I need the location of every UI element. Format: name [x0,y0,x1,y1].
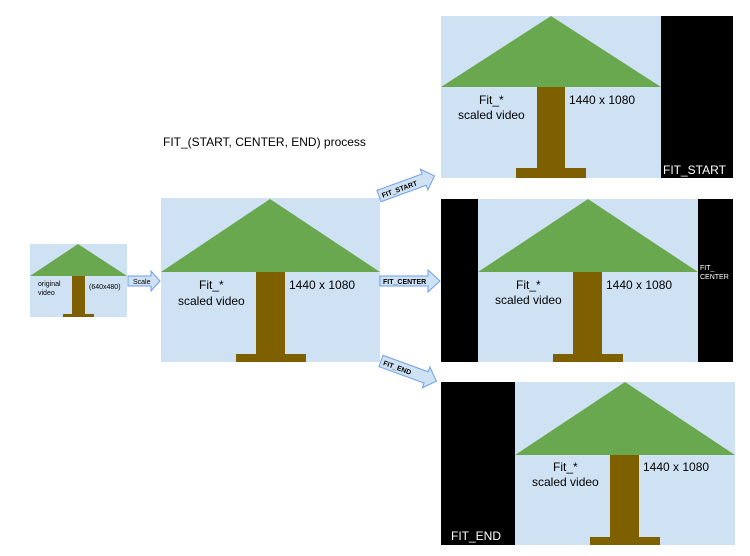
fit-start-tree-base [516,168,586,178]
fit-end-tree-canopy [515,382,735,455]
fit-start-size-label: 1440 x 1080 [569,93,635,107]
fit-start-panel: Fit_* scaled video 1440 x 1080 FIT_START [441,16,733,178]
fit-center-tree-canopy [478,199,698,272]
fit-start-label-line2: scaled video [458,108,525,122]
fit-center-arrow-shape [379,268,441,294]
fit-start-tree-trunk [537,87,565,168]
fit-center-panel: Fit_* scaled video 1440 x 1080 FIT_ CENT… [441,199,733,362]
original-tree-canopy [30,244,127,276]
fit-end-label-line2: scaled video [532,475,599,489]
fit-center-arrow-label: FIT_CENTER [383,279,426,286]
scaled-tree-canopy [161,199,380,272]
fit-center-size-label: 1440 x 1080 [606,278,672,292]
scaled-tree-trunk [256,272,285,354]
scale-arrow-shape [127,269,161,293]
scale-arrow-label: Scale [133,279,151,286]
fit-end-tree-trunk [610,455,639,537]
fit-center-tree-base [553,354,623,362]
original-video-frame: original video (640x480) [30,244,127,317]
diagram-title: FIT_(START, CENTER, END) process [163,135,366,149]
original-tree-trunk [72,276,85,314]
fit-start-tree-canopy [441,16,661,87]
fit-center-tag-line1: FIT_ [700,265,714,272]
original-size-label: (640x480) [89,284,121,291]
scaled-size-label: 1440 x 1080 [289,278,355,292]
fit-end-tree-base [590,537,660,545]
fit-end-label-line1: Fit_* [553,460,578,474]
fit-end-panel: Fit_* scaled video 1440 x 1080 FIT_END [441,382,735,545]
scaled-video-frame: Fit_* scaled video 1440 x 1080 [161,198,380,362]
scaled-tree-base [236,354,306,362]
fit-center-label-line2: scaled video [495,293,562,307]
fit-start-arrow: FIT_START [376,168,436,203]
fit-center-tree-trunk [573,272,602,354]
fit-center-arrow: FIT_CENTER [379,268,441,294]
scale-arrow: Scale [127,269,161,293]
fit-center-label-line1: Fit_* [516,278,541,292]
fit-end-arrow-shape [378,354,438,389]
fit-end-arrow: FIT_END [378,354,438,389]
fit-center-tag-line2: CENTER [700,274,729,281]
fit-start-arrow-shape [376,168,436,203]
scaled-label-line2: scaled video [178,294,245,308]
original-tree-base [63,314,94,317]
scaled-label-line1: Fit_* [199,278,224,292]
fit-end-size-label: 1440 x 1080 [643,460,709,474]
fit-start-label-line1: Fit_* [479,93,504,107]
original-label-line2: video [38,290,55,297]
fit-end-tag: FIT_END [451,529,501,543]
fit-start-tag: FIT_START [663,163,727,177]
original-label-line1: original [38,281,61,288]
